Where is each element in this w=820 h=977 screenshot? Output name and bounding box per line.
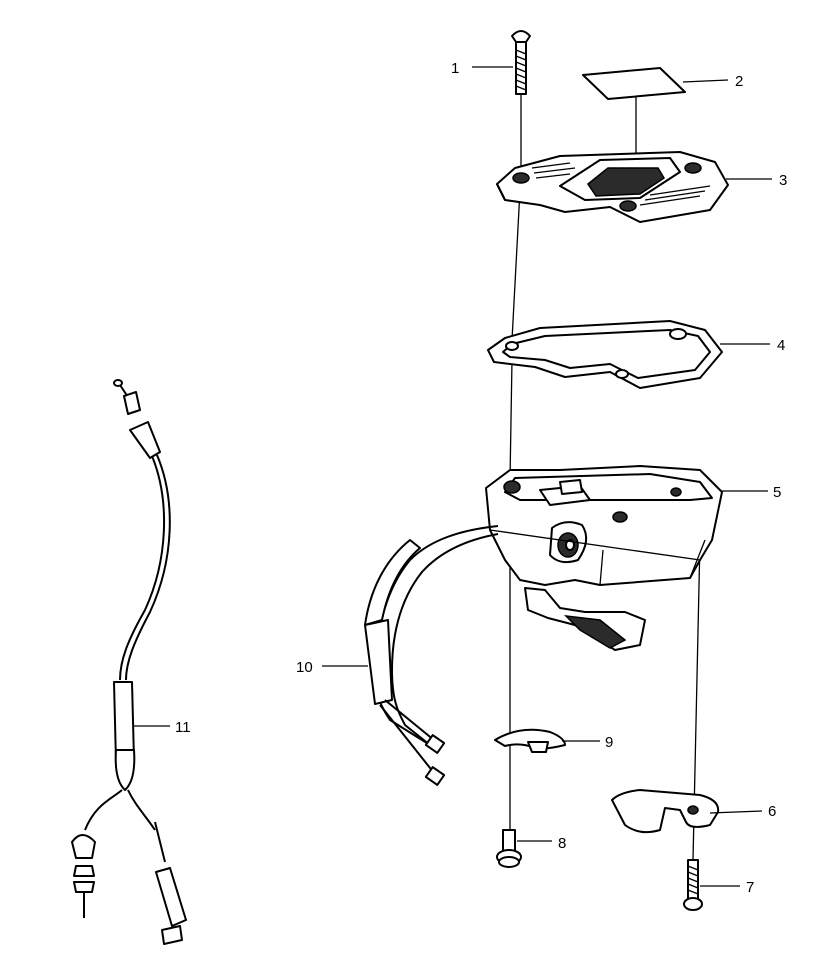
callout-5: 5 — [773, 484, 781, 501]
part-7-screw — [683, 859, 703, 911]
leader-lines — [134, 66, 772, 887]
part-10-wire-harness — [364, 525, 499, 786]
part-9-clip — [494, 728, 566, 753]
callout-4: 4 — [777, 337, 785, 354]
callout-11: 11 — [175, 719, 191, 736]
callout-10: 10 — [296, 659, 313, 676]
callout-1: 1 — [451, 60, 459, 77]
callout-6: 6 — [768, 803, 776, 820]
callout-2: 2 — [735, 73, 743, 90]
part-5-housing — [485, 465, 723, 651]
callout-labels: 1 2 3 4 5 6 7 8 9 10 11 — [175, 60, 787, 896]
part-11-cable — [71, 379, 187, 945]
part-3-top-cover — [496, 151, 729, 223]
callout-8: 8 — [558, 835, 566, 852]
part-1-screw — [511, 30, 531, 95]
callout-7: 7 — [746, 879, 754, 896]
part-2-decal — [582, 67, 686, 100]
callout-3: 3 — [779, 172, 787, 189]
part-6-clamp — [611, 789, 720, 834]
callout-9: 9 — [605, 734, 613, 751]
part-4-gasket — [487, 320, 723, 389]
part-8-screw — [496, 829, 522, 868]
